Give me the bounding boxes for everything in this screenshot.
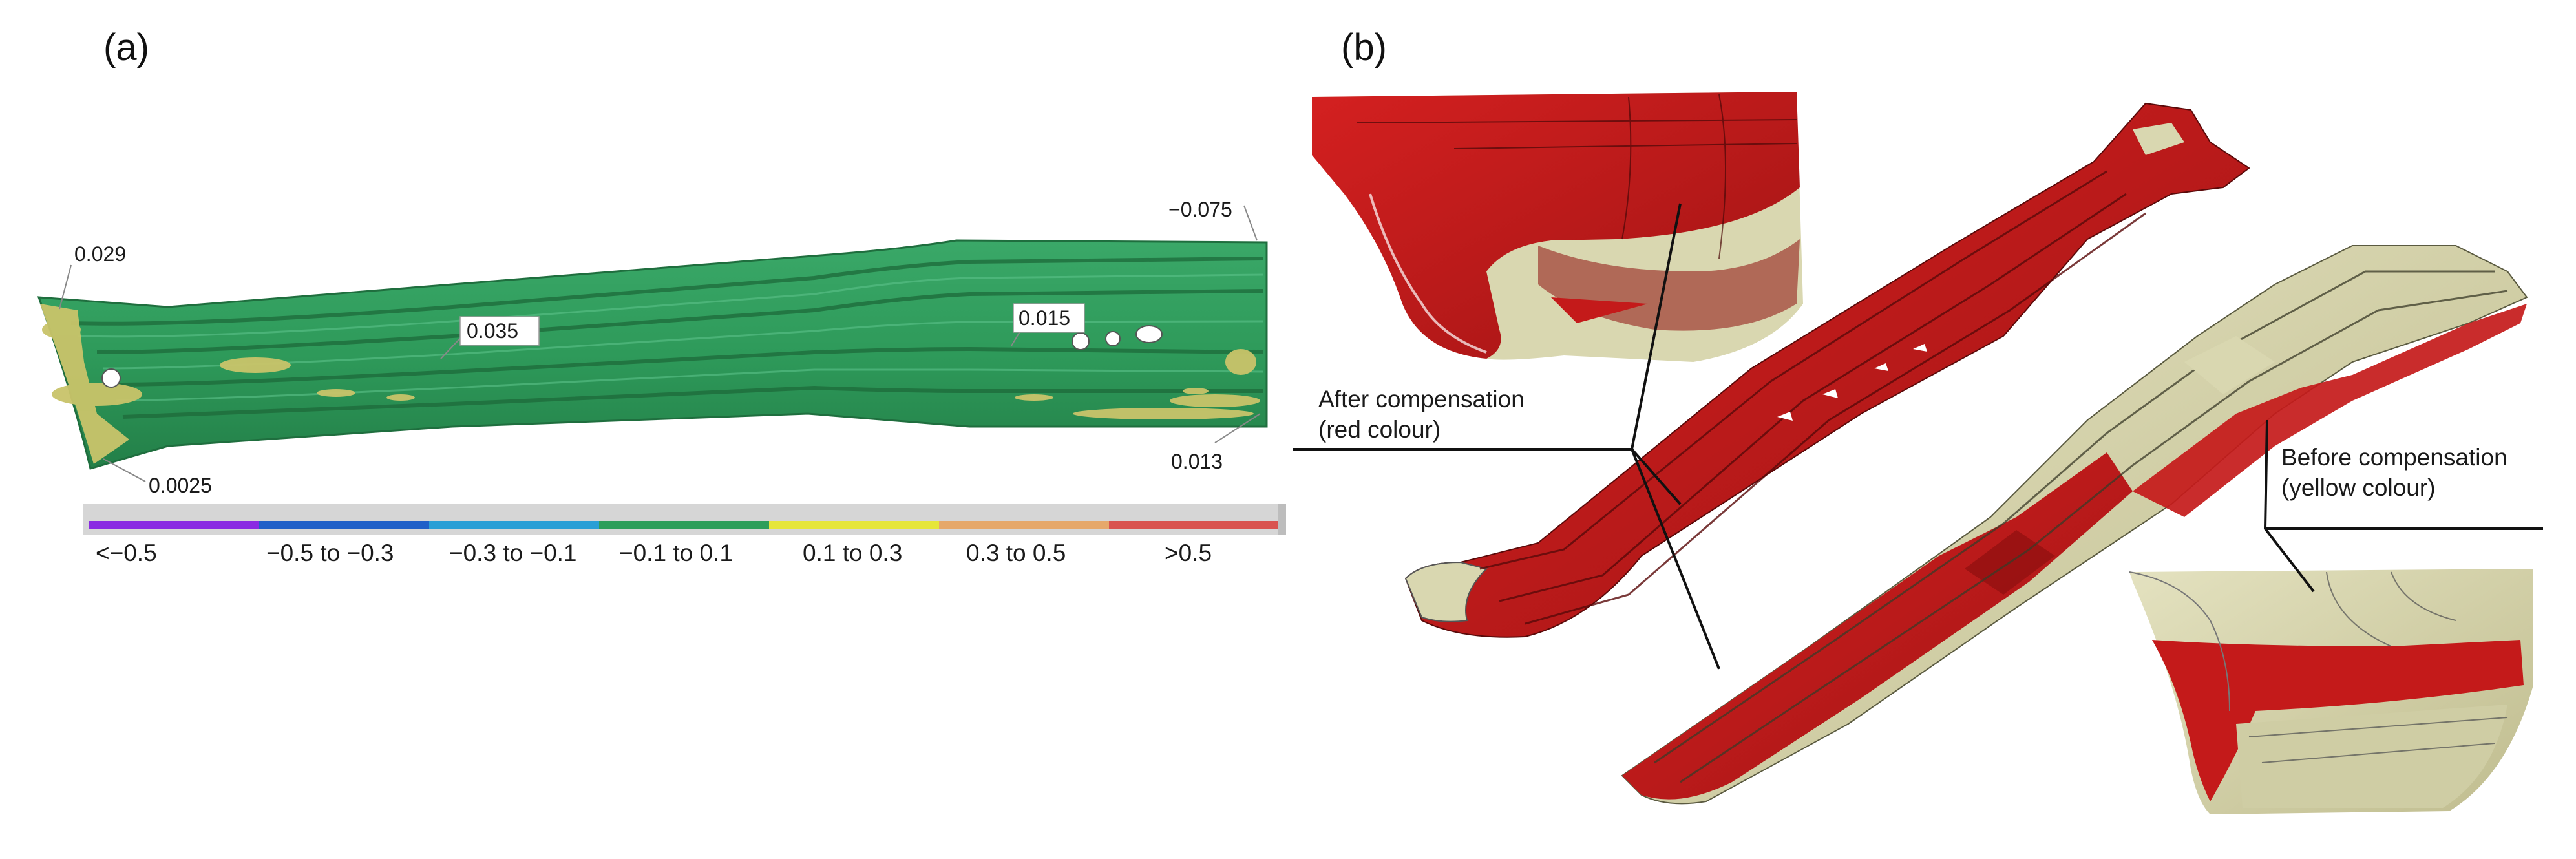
- color-scale-bar: [83, 504, 1286, 535]
- callout-lines: [1293, 203, 2543, 670]
- deviation-yellow-zones: [40, 304, 1260, 464]
- scale-label-2: −0.3 to −0.1: [449, 540, 577, 566]
- panel-a: 0.029 0.035 0.015 −0.075 0.0025 0.013 <−…: [37, 198, 1286, 566]
- scale-label-5: 0.3 to 0.5: [966, 540, 1066, 566]
- annotation-00025: 0.0025: [149, 474, 212, 497]
- annotation-0015: 0.015: [1019, 306, 1070, 330]
- scale-swatch-6: [1109, 521, 1278, 529]
- annotation-0035: 0.035: [467, 319, 518, 343]
- scale-label-3: −0.1 to 0.1: [619, 540, 733, 566]
- scale-label-4: 0.1 to 0.3: [803, 540, 902, 566]
- scale-swatch-5: [939, 521, 1109, 529]
- scale-swatch-2: [429, 521, 599, 529]
- before-compensation-label: Before compensation: [2281, 444, 2507, 471]
- after-compensation-sublabel: (red colour): [1318, 416, 1441, 443]
- scale-swatch-4: [769, 521, 939, 529]
- annotation-neg0075: −0.075: [1168, 198, 1232, 221]
- rail-ribs: [70, 257, 1264, 419]
- rail-part-deviation-map: [37, 239, 1268, 470]
- inset-after-compensation: [1312, 92, 1803, 362]
- panel-a-label: (a): [103, 27, 149, 69]
- inset-before-compensation: [2129, 569, 2533, 814]
- after-compensation-label: After compensation: [1318, 386, 1525, 412]
- scale-swatch-0: [89, 521, 259, 529]
- scale-swatch-1: [259, 521, 429, 529]
- panel-b: After compensation (red colour) Before c…: [1293, 92, 2543, 814]
- annotation-0013: 0.013: [1171, 450, 1223, 473]
- before-compensation-sublabel: (yellow colour): [2281, 474, 2436, 501]
- scale-label-0: <−0.5: [96, 540, 157, 566]
- part-before-compensation: [1621, 245, 2528, 805]
- color-scale-labels: <−0.5 −0.5 to −0.3 −0.3 to −0.1 −0.1 to …: [96, 540, 1212, 566]
- part-holes: [101, 325, 1163, 388]
- scale-label-6: >0.5: [1165, 540, 1212, 566]
- part-after-compensation: [1404, 102, 2250, 638]
- annotation-0029: 0.029: [74, 242, 126, 266]
- panel-b-label: (b): [1341, 27, 1387, 69]
- scale-label-1: −0.5 to −0.3: [266, 540, 394, 566]
- scale-swatch-3: [599, 521, 769, 529]
